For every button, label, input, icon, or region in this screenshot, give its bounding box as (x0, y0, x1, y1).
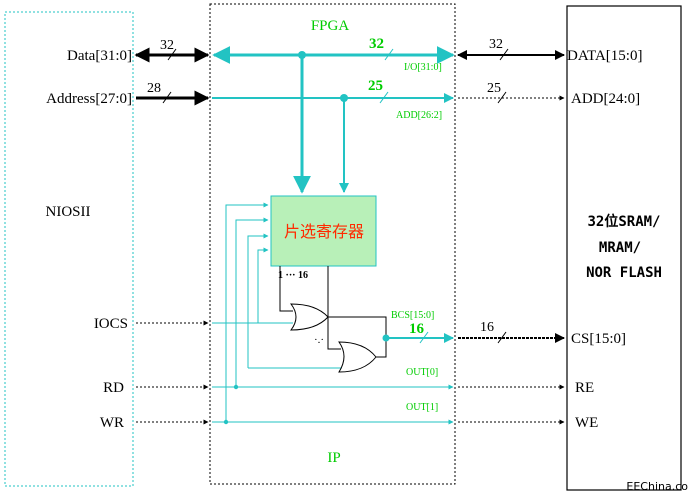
memory-block (566, 5, 682, 491)
width-cs-fpga: 16 (409, 321, 425, 337)
label-rd: RD (103, 380, 124, 396)
label-address: Address[27:0] (46, 91, 132, 107)
register-block (270, 195, 377, 267)
memory-line-3: NOR FLASH (586, 265, 662, 281)
or-gate-1 (289, 303, 329, 331)
watermark: EEChina.co (626, 480, 688, 493)
label-out1: OUT[1] (406, 402, 438, 413)
fpga-title: FPGA (311, 18, 350, 34)
width-data-fpga: 32 (369, 36, 384, 52)
label-add-internal: ADD[26:2] (396, 110, 442, 121)
label-wr: WR (100, 415, 124, 431)
label-data: Data[31:0] (67, 48, 132, 64)
label-we-right: WE (575, 415, 598, 431)
memory-line-2: MRAM/ (599, 240, 641, 256)
gate-outputs (328, 316, 387, 358)
width-data-right: 32 (489, 37, 503, 52)
width-addr-left: 28 (147, 81, 161, 96)
width-cs-right: 16 (480, 320, 494, 335)
label-iocs: IOCS (94, 316, 128, 332)
or-gate-16 (338, 341, 377, 373)
nios-block (4, 11, 134, 487)
label-cs-right: CS[15:0] (571, 331, 626, 347)
register-to-gates (279, 266, 341, 350)
label-re-right: RE (575, 380, 594, 396)
fpga-block (209, 3, 456, 485)
wr-junction (223, 419, 229, 425)
nios-title: NIOSII (46, 204, 91, 220)
register-title: 片选寄存器 (284, 222, 364, 241)
width-addr-fpga: 25 (368, 78, 383, 94)
width-data-left: 32 (160, 38, 174, 53)
label-data-right: DATA[15:0] (567, 48, 642, 64)
label-register-outputs: 1 ··· 16 (278, 270, 308, 281)
gate-inputs (248, 367, 341, 369)
rd-junction (233, 384, 239, 390)
width-addr-right: 25 (487, 81, 501, 96)
label-dots: ·.· (314, 334, 324, 346)
label-out0: OUT[0] (406, 367, 438, 378)
label-bcs: BCS[15:0] (391, 310, 434, 321)
label-add-right: ADD[24:0] (571, 91, 640, 107)
register-feedback-lines (225, 202, 269, 422)
memory-line-1: 32位SRAM/ (587, 213, 660, 230)
label-io: I/O[31:0] (404, 62, 442, 73)
ip-title: IP (327, 450, 340, 466)
